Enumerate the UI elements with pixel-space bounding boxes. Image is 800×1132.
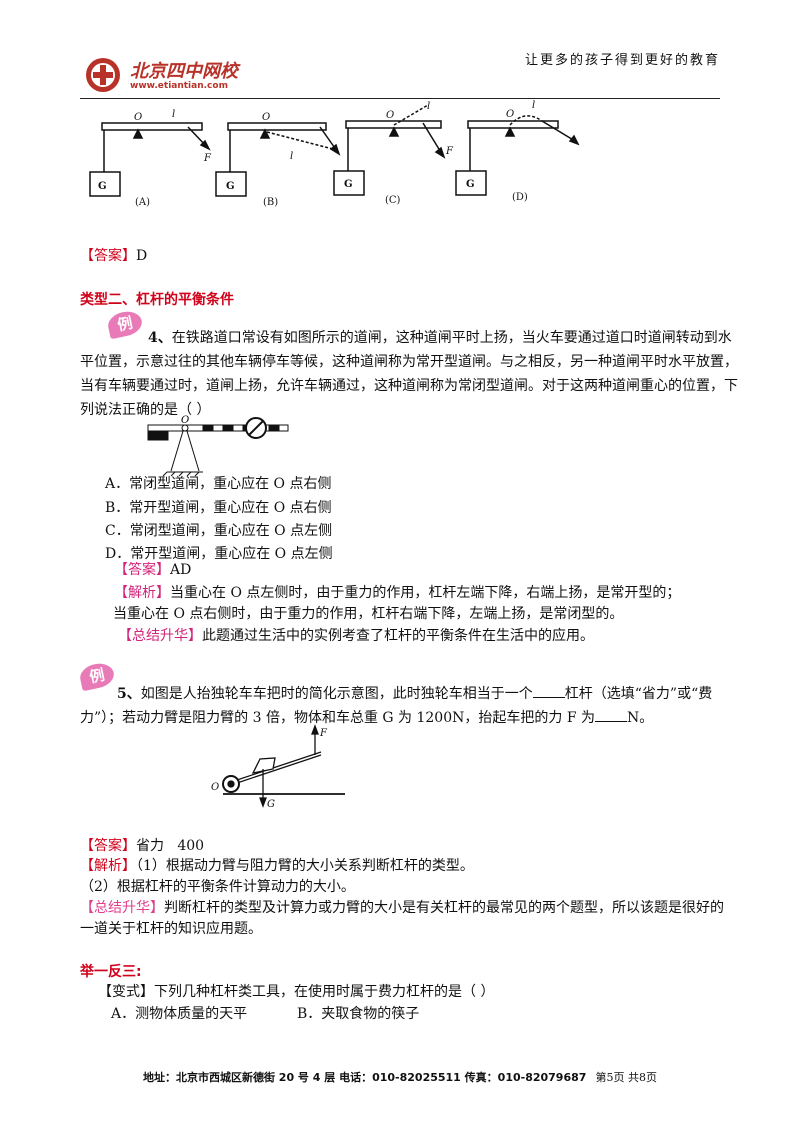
- q5-line-1: 5、如图是人抬独轮车车把时的简化示意图，此时独轮车相当于一个杠杆（选填“省力”或…: [117, 684, 713, 702]
- barrier-gate-figure: O: [147, 415, 289, 477]
- logo-url: www.etiantian.com: [130, 81, 228, 91]
- variant-option-b: B．夹取食物的筷子: [297, 1006, 420, 1022]
- fig1-label-a: (A): [135, 197, 150, 208]
- q5-fig-f: F: [319, 728, 328, 739]
- q4-fig-o: O: [181, 415, 189, 426]
- wheelbarrow-figure: F O G: [211, 724, 345, 810]
- q4-analysis-1: 【解析】当重心在 O 点左侧时，由于重力的作用，杠杆左端下降，右端上扬，是常开型…: [114, 585, 681, 601]
- fig1-l-d: l: [532, 100, 535, 111]
- header-slogan: 让更多的孩子得到更好的教育: [524, 53, 720, 68]
- fig1-o-c: O: [386, 110, 394, 121]
- q4-analysis-2: 当重心在 O 点右侧时，由于重力的作用，杠杆右端下降，左端上扬，是常闭型的。: [113, 606, 624, 622]
- q4-answer: 【答案】AD: [114, 562, 192, 578]
- q4-option-c: C．常闭型道闸，重心应在 O 点左侧: [105, 523, 333, 539]
- variant-title: 举一反三:: [80, 964, 142, 980]
- q5-blank-1[interactable]: [532, 684, 565, 698]
- q4-line-3: 当有车辆要通过时，道闸上扬，允许车辆通过，这种道闸称为常闭型道闸。对于这两种道闸…: [80, 378, 738, 394]
- q5-analysis-2: （2）根据杠杆的平衡条件计算动力的大小。: [80, 879, 355, 895]
- example-badge-icon-2: 例: [77, 660, 117, 692]
- q5-fig-g: G: [267, 799, 275, 810]
- footer-address: 地址：北京市西城区新德街 20 号 4 层 电话：010-82025511 传真…: [142, 1071, 587, 1084]
- q5-analysis-1: 【解析】（1）根据动力臂与阻力臂的大小关系判断杠杆的类型。: [80, 858, 474, 874]
- fig1-g-b: G: [226, 181, 235, 192]
- example-badge-icon: 例: [105, 308, 145, 340]
- q5-blank-2[interactable]: [595, 708, 627, 722]
- fig1-l-b: l: [290, 151, 293, 162]
- q4-option-b: B．常开型道闸，重心应在 O 点右侧: [105, 500, 332, 516]
- fig1-label-d: (D): [512, 192, 528, 203]
- lever-figures: O l F G (A) O l G (B) O l F G (C) O l G …: [89, 100, 580, 208]
- variant-question: 【变式】下列几种杠杆类工具，在使用时属于费力杠杆的是（ ）: [98, 984, 495, 1000]
- fig1-l-c: l: [427, 101, 430, 112]
- q5-summary-1: 【总结升华】判断杠杆的类型及计算力或力臂的大小是有关杠杆的最常见的两个题型，所以…: [80, 900, 724, 916]
- fig1-f-a: F: [203, 153, 212, 164]
- q5-fig-o: O: [211, 782, 219, 793]
- fig1-l-a: l: [172, 109, 175, 120]
- q4-line-1: 4、在铁路道口常设有如图所示的道闸，这种道闸平时上扬，当火车要通过道口时道闸转动…: [148, 330, 732, 346]
- fig1-o-d: O: [506, 109, 514, 120]
- fig1-g-c: G: [344, 179, 353, 190]
- section-title: 类型二、杠杆的平衡条件: [80, 292, 234, 308]
- header-rule: [80, 98, 720, 99]
- fig1-o-a: O: [134, 112, 142, 123]
- footer: 地址：北京市西城区新德街 20 号 4 层 电话：010-82025511 传真…: [0, 1066, 800, 1085]
- q4-line-4: 列说法正确的是（ ）: [80, 402, 211, 418]
- q5-summary-2: 一道关于杠杆的知识应用题。: [80, 921, 262, 937]
- fig1-label-b: (B): [263, 197, 278, 208]
- header: 北京四中网校 www.etiantian.com 让更多的孩子得到更好的教育: [80, 53, 720, 99]
- fig1-g-a: G: [98, 181, 107, 192]
- fig1-g-d: G: [466, 179, 475, 190]
- q4-option-d: D．常开型道闸，重心应在 O 点左侧: [105, 546, 333, 562]
- logo-text: 北京四中网校: [130, 61, 238, 82]
- variant-option-a: A．测物体质量的天平: [111, 1006, 248, 1022]
- fig1-label-c: (C): [385, 195, 401, 206]
- q5-line-2: 力”）；若动力臂是阻力臂的 3 倍，物体和车总重 G 为 1200N，抬起车把的…: [80, 708, 654, 726]
- q4-line-2: 平位置，示意过往的其他车辆停车等候，这种道闸称为常开型道闸。与之相反，另一种道闸…: [80, 354, 738, 370]
- q3-answer: 【答案】D: [80, 248, 148, 264]
- logo-icon: [86, 58, 120, 92]
- fig1-o-b: O: [262, 112, 270, 123]
- fig1-f-c: F: [445, 146, 454, 157]
- footer-page: 第5页 共8页: [595, 1071, 658, 1084]
- q5-answer: 【答案】省力 400: [80, 838, 205, 854]
- q4-option-a: A．常闭型道闸，重心应在 O 点右侧: [105, 476, 332, 492]
- q4-summary: 【总结升华】此题通过生活中的实例考查了杠杆的平衡条件在生活中的应用。: [118, 628, 594, 644]
